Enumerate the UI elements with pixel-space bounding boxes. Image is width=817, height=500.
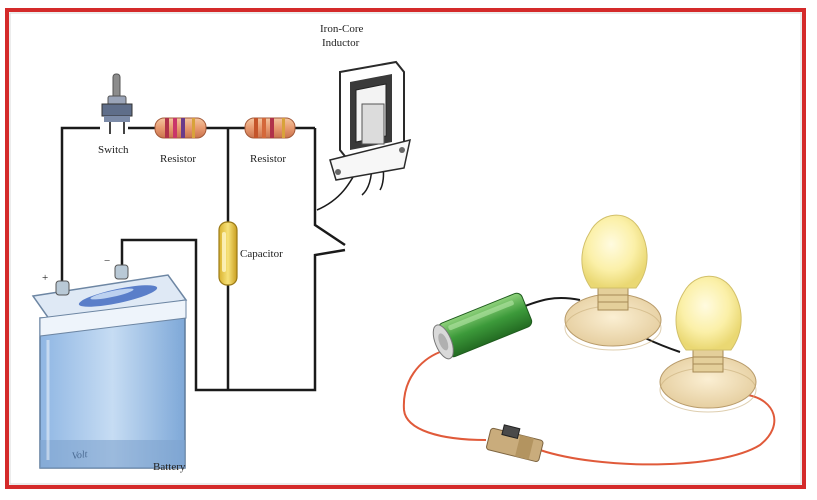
switch-label: Switch [98, 144, 129, 156]
resistor-2-icon [244, 117, 296, 139]
inductor-label-line2: Inductor [322, 37, 360, 49]
light-bulb-1-icon [564, 214, 662, 351]
battery-icon [31, 264, 188, 469]
capacitor-label: Capacitor [240, 248, 283, 260]
resistor-1-label: Resistor [160, 153, 196, 165]
cell-battery-icon [432, 292, 533, 360]
switch-icon [101, 73, 133, 134]
capacitor-icon [218, 221, 238, 286]
terminal-plus-label: + [42, 272, 48, 284]
slide-switch-icon [486, 424, 544, 463]
inductor-label-line1: Iron-Core [320, 23, 363, 35]
battery-label: Battery [153, 461, 186, 473]
resistor-1-icon [154, 117, 207, 139]
light-bulb-2-icon [659, 275, 757, 413]
resistor-2-label: Resistor [250, 153, 286, 165]
terminal-minus-label: − [104, 255, 110, 267]
iron-core-inductor-icon [329, 60, 411, 181]
circuit-wires [60, 126, 346, 392]
battery-brand-text: Volt [71, 449, 88, 462]
right-circuit-wires [402, 297, 776, 466]
